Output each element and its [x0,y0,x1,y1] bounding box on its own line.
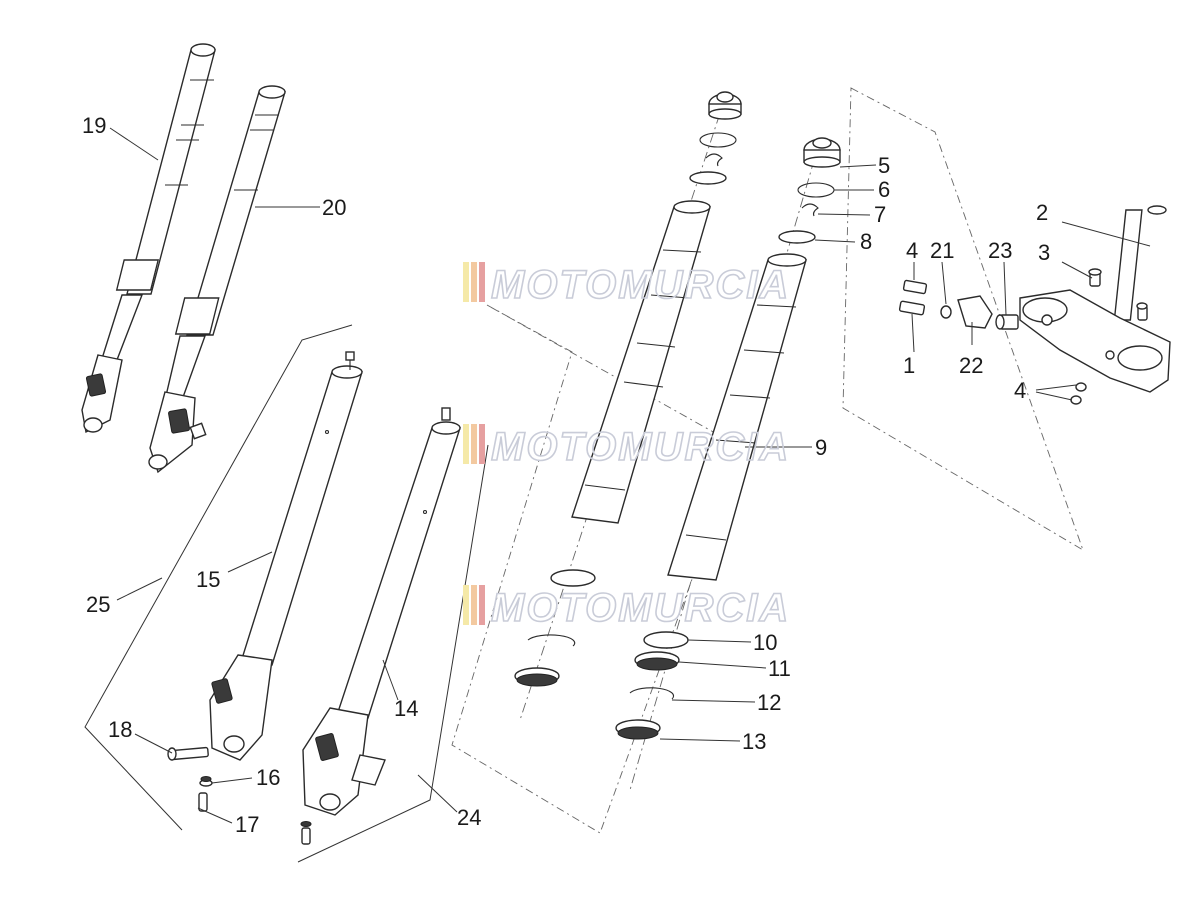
group-box-middle [451,304,741,834]
callout-22: 22 [959,353,983,378]
group-box-left-25 [84,324,353,831]
callout-20: 20 [322,195,346,220]
watermark-2: MOTOMURCIA [463,424,790,470]
watermark-stripe [479,585,485,625]
bolt-18 [167,746,209,761]
watermark-stripe [479,262,485,302]
outer-tube-14 [302,407,461,816]
outer-tube-15 [209,351,363,761]
callout-2: 2 [1036,200,1048,225]
watermark-stripe [463,585,469,625]
watermark-stripe [471,424,477,464]
fork-leg-19 [81,43,216,434]
callout-9: 9 [815,435,827,460]
callout-14: 14 [394,696,418,721]
inner-tube-left [571,200,711,524]
watermark-3: MOTOMURCIA [463,585,790,631]
watermark-text: MOTOMURCIA [491,586,790,630]
watermark-stripe [463,262,469,302]
group-box-left-24 [297,444,489,863]
triple-clamp [1019,289,1171,393]
dust-seal-10 [643,631,689,649]
leader-lines [109,127,1151,824]
callout-1: 1 [903,353,915,378]
oil-seal-left [514,667,560,687]
callout-6: 6 [878,177,890,202]
oring-left [699,132,737,148]
washer-left [689,171,727,185]
group-box-right [842,87,1084,552]
oring-6 [797,182,835,198]
callout-19: 19 [82,113,106,138]
callout-3: 3 [1038,240,1050,265]
callout-7: 7 [874,202,886,227]
watermark-stripe [479,424,485,464]
watermark-stripe [471,585,477,625]
clip-7 [801,203,819,217]
clip-left [705,153,723,167]
callout-23: 23 [988,238,1012,263]
cap-5 [803,137,841,168]
callout-15: 15 [196,567,220,592]
cap-left [708,91,742,120]
pinch-bolt-top-right [1136,302,1148,321]
watermark-stripe [471,262,477,302]
bolts-4-lower [1070,382,1087,405]
callout-4-lower: 4 [1014,378,1026,403]
watermark-1: MOTOMURCIA [463,262,790,308]
callout-25: 25 [86,592,110,617]
pinch-bolt-3 [1088,268,1102,287]
dust-seal-left [550,569,596,587]
callout-21: 21 [930,238,954,263]
callout-17: 17 [235,812,259,837]
callout-11: 11 [768,656,791,681]
washer-21 [940,305,952,319]
screw-17 [198,792,208,812]
screw-leg14-bottom [300,821,312,845]
inner-tube-9 [667,253,807,581]
fork-leg-20 [148,85,286,474]
bracket-22 [957,295,993,329]
callout-18: 18 [108,717,132,742]
washer-16 [199,776,213,787]
bolts-1-4-upper [898,279,928,316]
watermark-text: MOTOMURCIA [491,425,790,469]
callout-16: 16 [256,765,280,790]
callout-13: 13 [742,729,766,754]
circlip-left [527,634,576,647]
callout-8: 8 [860,229,872,254]
callout-12: 12 [757,690,781,715]
callout-labels: 19 20 25 15 18 16 17 14 24 5 6 7 8 9 10 … [82,113,1050,837]
callout-10: 10 [753,630,777,655]
watermark-stripe [463,424,469,464]
watermark-text: MOTOMURCIA [491,263,790,307]
callout-24: 24 [457,805,481,830]
circlip-12 [629,687,675,700]
ring-11 [634,651,680,671]
callout-5: 5 [878,153,890,178]
spacer-23 [995,314,1019,330]
callout-4-upper: 4 [906,238,918,263]
oil-seal-13 [615,719,661,740]
washer-8 [778,230,816,244]
